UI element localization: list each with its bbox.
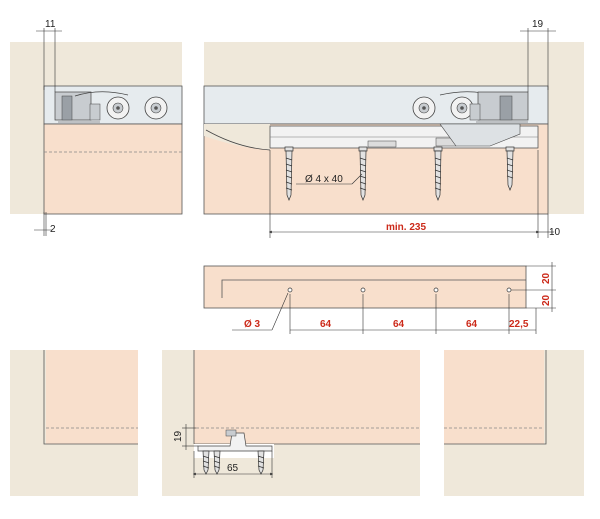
dim-guide-height: 19	[173, 430, 184, 442]
screw-spec-label: Ø 4 x 40	[305, 174, 343, 185]
dim-edge-offset: 22,5	[509, 319, 529, 330]
drill-hole	[433, 287, 439, 293]
drill-hole	[287, 287, 293, 293]
dim-spacing-2: 64	[393, 319, 405, 330]
dim-edge-top: 20	[541, 272, 552, 284]
drilling-view: Ø 3 64 64 64 22,5 20 20	[203, 262, 556, 334]
dim-min-length: min. 235	[386, 222, 426, 233]
dim-spacing-3: 64	[466, 319, 478, 330]
dim-edge-bottom: 20	[541, 294, 552, 306]
bottom-left-view	[10, 350, 138, 496]
roller-carriage	[54, 91, 168, 123]
door-panel	[46, 350, 138, 444]
door-panel	[43, 123, 183, 215]
dim-bottom-left-gap: 2	[50, 224, 56, 235]
top-right-view: Ø 4 x 40 19 min. 235 10	[203, 19, 584, 238]
door-panel	[203, 265, 527, 309]
dim-spacing-1: 64	[320, 319, 332, 330]
floor-guide	[194, 429, 274, 475]
hole-spec-label: Ø 3	[244, 319, 261, 330]
dim-guide-width: 65	[227, 463, 239, 474]
drill-hole	[360, 287, 366, 293]
roller-carriage	[412, 91, 529, 147]
dim-top-left-gap: 11	[45, 19, 56, 30]
screws	[284, 146, 515, 201]
bottom-middle-view: 19 65	[162, 350, 420, 496]
dim-right-offset: 10	[549, 227, 561, 238]
drill-hole	[506, 287, 512, 293]
bottom-right-view	[444, 350, 584, 496]
top-left-view: 11 2	[10, 19, 183, 236]
door-panel	[444, 350, 544, 444]
dim-top-right-gap: 19	[532, 19, 544, 30]
